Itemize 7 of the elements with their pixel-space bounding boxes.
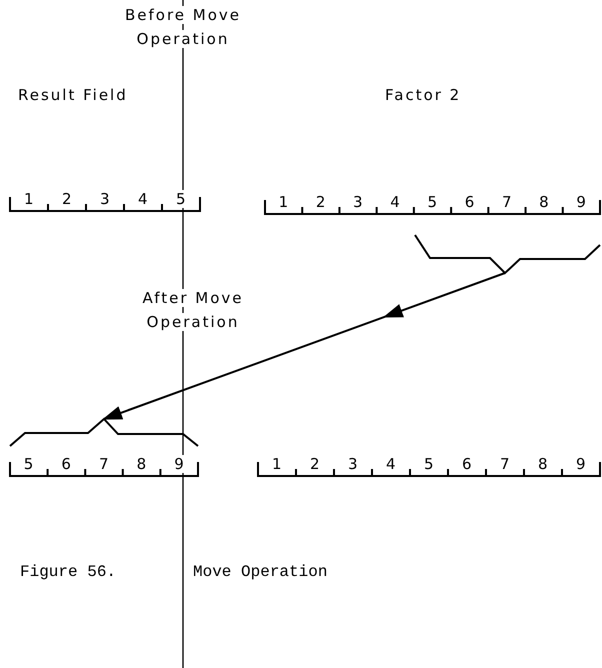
figure-caption: Move Operation — [193, 562, 328, 583]
figure-number: Figure 56. — [20, 562, 116, 583]
arrow — [102, 272, 506, 420]
column-number: 5 — [176, 190, 186, 208]
field-title: Result Field — [18, 85, 128, 106]
column-number: 9 — [174, 455, 184, 473]
field-title: Factor 2 — [385, 85, 462, 106]
